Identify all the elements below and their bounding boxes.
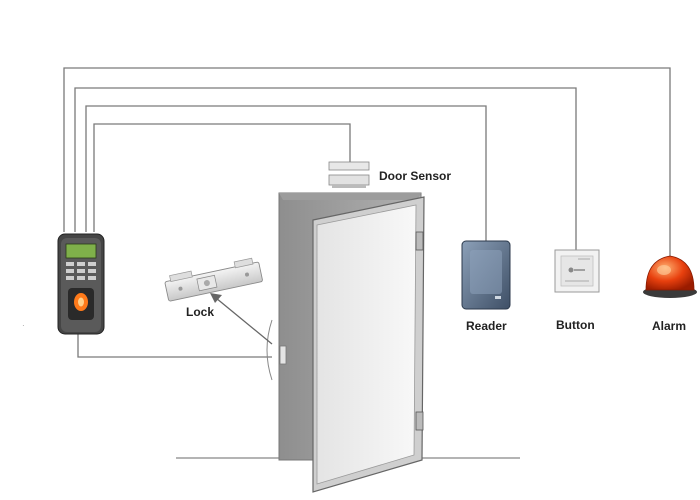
alarm-siren-icon bbox=[643, 255, 697, 298]
button-label: Button bbox=[556, 318, 595, 332]
lock-label: Lock bbox=[186, 305, 215, 319]
lock-arrow bbox=[210, 293, 273, 345]
wire-button bbox=[74, 87, 577, 250]
door-leaf bbox=[266, 196, 425, 493]
strike-plate bbox=[279, 345, 287, 365]
reader-label: Reader bbox=[466, 319, 507, 333]
hinge-top bbox=[415, 231, 424, 251]
hinge-bottom bbox=[415, 411, 424, 431]
exit-button-icon bbox=[554, 249, 600, 293]
wire-alarm bbox=[63, 67, 671, 258]
magnetic-door-sensor-icon bbox=[328, 161, 370, 188]
card-reader-icon bbox=[461, 240, 511, 310]
electric-strike-lock-icon bbox=[164, 257, 263, 302]
door-sensor-label: Door Sensor bbox=[379, 169, 452, 183]
wire-lock bbox=[77, 333, 272, 358]
door-swing-arc bbox=[266, 319, 273, 381]
wire-door-sensor bbox=[93, 123, 351, 232]
stray-mark: · bbox=[22, 321, 25, 330]
fingerprint-terminal-icon bbox=[57, 233, 105, 335]
alarm-label: Alarm bbox=[652, 319, 687, 333]
wire-reader bbox=[85, 105, 487, 242]
wiring bbox=[63, 67, 671, 358]
